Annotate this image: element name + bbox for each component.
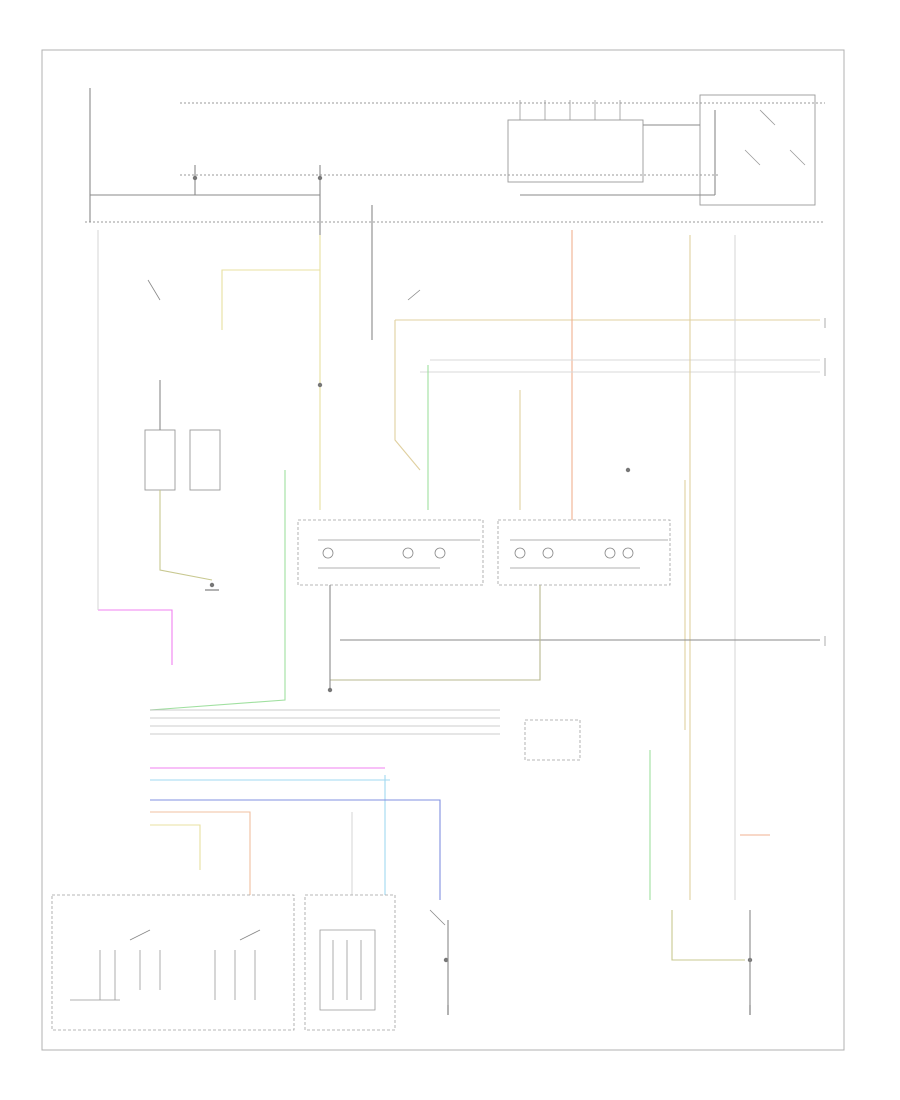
right-trailer-lamp-block (497, 519, 671, 586)
wire-yellow-brake (221, 235, 321, 330)
ground-symbol-icon (205, 589, 751, 1015)
wire-green-long (149, 470, 286, 711)
relay-contacts (744, 109, 806, 166)
wire-blue (150, 799, 441, 900)
lamp-internal-wiring (318, 539, 668, 569)
multifunction-switch-block (304, 894, 396, 1031)
multifunction-switch-internals (319, 929, 376, 1011)
left-trailer-lamp-block (297, 519, 484, 586)
cluster-lamp-box (144, 429, 176, 491)
fuse-block (507, 119, 644, 183)
wire-peach (150, 811, 251, 895)
wire-tan-down (394, 320, 421, 471)
wire-olive-ground (330, 585, 541, 681)
headlamp-switch-internals (70, 950, 256, 1001)
wire-yellow-headlamp (150, 824, 201, 870)
diagram-frame (41, 49, 845, 1051)
wire-olive-cluster (159, 490, 213, 581)
relay-block (699, 94, 816, 206)
splice-dot-icon (192, 175, 753, 963)
combination-flasher-box (524, 719, 581, 761)
switch-contact-icon (129, 279, 446, 941)
fuse-ticks (519, 100, 621, 120)
headlamp-switch-block (51, 894, 295, 1031)
cluster-indicator-box (189, 429, 221, 491)
wire-pink (98, 609, 173, 665)
wire-olive-right-bottom (671, 910, 745, 961)
bulb-icon (322, 547, 634, 559)
lamp-output-connector-lines (150, 709, 500, 735)
